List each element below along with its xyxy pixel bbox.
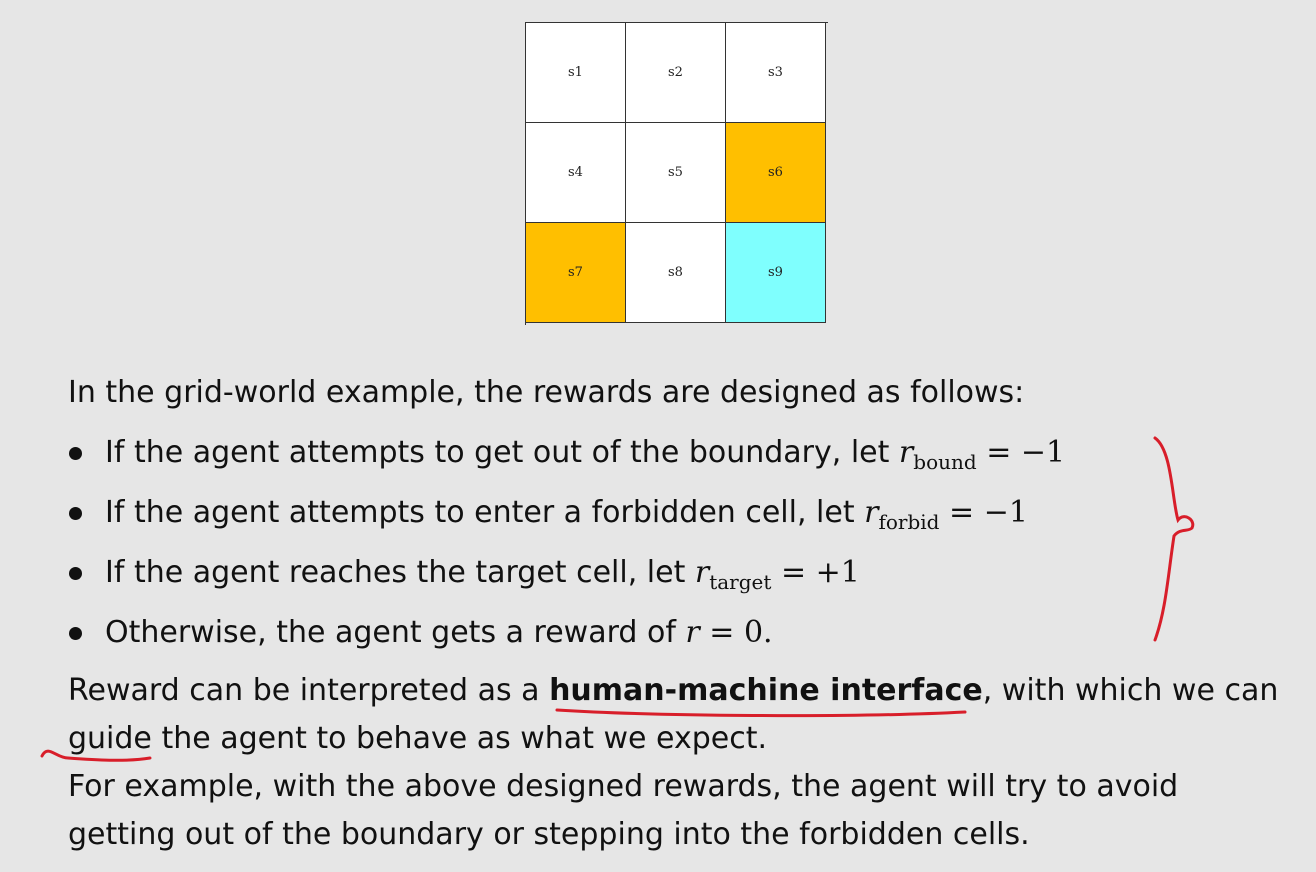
reward-formula-forbid: rforbid = −1 [864,495,1028,534]
bullet-item-bound: If the agent attempts to get out of the … [105,435,1066,474]
bullet-item-target: If the agent reaches the target cell, le… [105,555,860,594]
bullet-text: If the agent attempts to enter a forbidd… [105,495,865,530]
grid-cell-s4: s4 [526,123,626,223]
grid-world: s1 s2 s3 s4 s5 s6 s7 s8 s9 [525,22,828,325]
grid-cell-s8: s8 [626,223,726,323]
bullet-marker [69,627,82,640]
underline-annotation [555,708,967,718]
highlighted-term: human-machine interface [549,673,983,708]
grid-cell-s2: s2 [626,23,726,123]
grid-cell-s5: s5 [626,123,726,223]
example-line1: For example, with the above designed rew… [68,769,1179,804]
brace-annotation [1153,436,1195,642]
reward-formula-bound: rbound = −1 [898,435,1066,474]
grid-cell-s7: s7 [526,223,626,323]
bullet-marker [69,507,82,520]
reward-interpretation-line2: guide the agent to behave as what we exp… [68,721,767,756]
reward-interpretation-line1: Reward can be interpreted as a human-mac… [68,673,1279,708]
grid-cell-s3: s3 [726,23,826,123]
bullet-text: If the agent attempts to get out of the … [105,435,899,470]
bullet-text: If the agent reaches the target cell, le… [105,555,695,590]
grid-cell-s9: s9 [726,223,826,323]
bullet-item-forbid: If the agent attempts to enter a forbidd… [105,495,1028,534]
bullet-marker [69,447,82,460]
bullet-marker [69,567,82,580]
bullet-text: Otherwise, the agent gets a reward of [105,615,686,650]
grid-cell-s6: s6 [726,123,826,223]
grid-cell-s1: s1 [526,23,626,123]
bullet-item-otherwise: Otherwise, the agent gets a reward of r … [105,618,773,648]
reward-formula-target: rtarget = +1 [694,555,860,594]
reward-formula-otherwise: r = 0. [685,615,773,650]
intro-text: In the grid-world example, the rewards a… [68,375,1025,410]
example-line2: getting out of the boundary or stepping … [68,817,1030,852]
guide-word: guide [68,721,152,756]
